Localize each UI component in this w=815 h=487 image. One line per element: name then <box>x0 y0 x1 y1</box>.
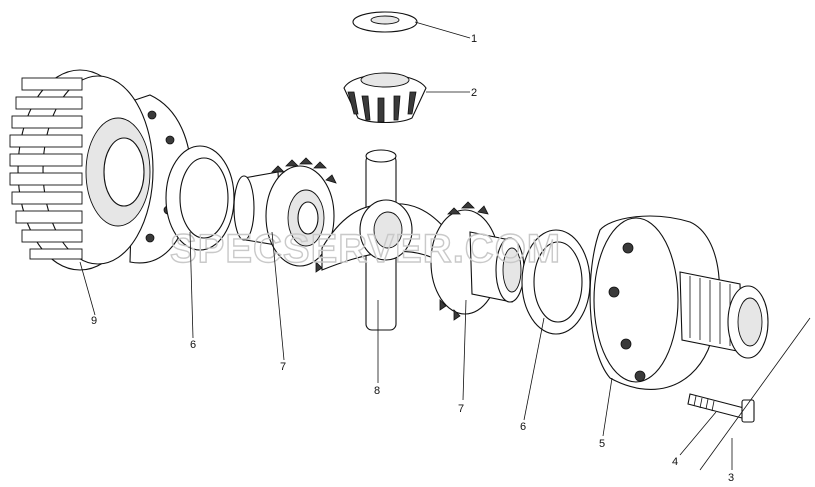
thrust-washer-right <box>521 229 591 335</box>
callout-6-left: 6 <box>190 339 196 351</box>
callout-1: 1 <box>471 33 477 45</box>
bolt <box>687 393 755 423</box>
differential-case-half <box>589 215 769 390</box>
side-gear-right-teeth <box>439 201 489 321</box>
side-gear-left <box>233 157 337 273</box>
callout-4: 4 <box>672 456 678 468</box>
callout-7-left: 7 <box>280 361 286 373</box>
bolt-thread <box>693 395 715 412</box>
callout-3: 3 <box>728 472 734 484</box>
side-gear-right <box>430 201 525 321</box>
callout-6-right: 6 <box>520 421 526 433</box>
differential-pinion-gear <box>343 72 427 124</box>
pinion-teeth <box>347 91 417 123</box>
callout-5: 5 <box>599 438 605 450</box>
leader-lines <box>79 21 733 470</box>
ring-gear-case-half <box>9 69 192 271</box>
spider-cross-shaft <box>321 149 449 331</box>
callout-2: 2 <box>471 87 477 99</box>
callout-7-right: 7 <box>458 403 464 415</box>
lock-wire <box>699 317 811 471</box>
ring-gear-teeth <box>9 77 83 260</box>
callout-9: 9 <box>91 315 97 327</box>
thrust-washer-pinion <box>352 11 418 33</box>
watermark-text: SPECSERVER.COM <box>170 227 561 271</box>
thrust-washer-left <box>165 145 235 251</box>
callout-8: 8 <box>374 385 380 397</box>
